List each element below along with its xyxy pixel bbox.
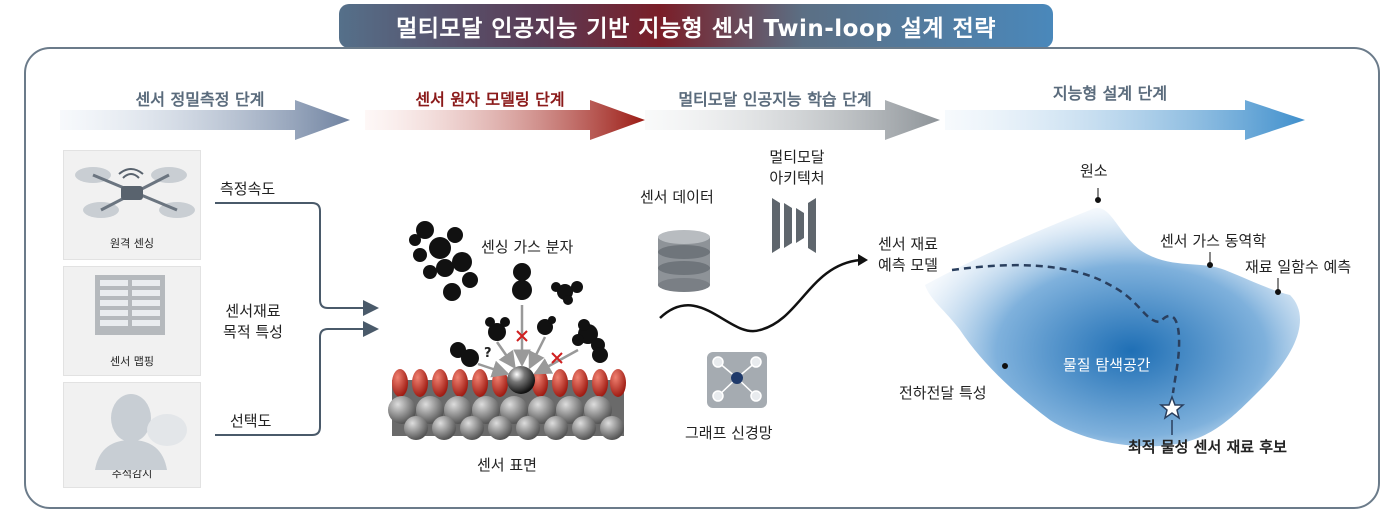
stage-arrow-1: [60, 100, 350, 140]
measure-connectors: [215, 202, 379, 436]
label-target-line2: 목적 특성: [223, 323, 283, 341]
label-sensor-surface: 센서 표면: [477, 456, 537, 474]
learning-curve-arrowhead: [858, 254, 868, 266]
label-unknown-adsorption: ?: [484, 346, 492, 361]
learning-curve: [659, 258, 861, 333]
card-tracking: 추적감지: [63, 382, 201, 488]
label-prediction-model: 센서 재료 예측 모델: [858, 233, 958, 275]
card-label-sensor-mapping: 센서 맵핑: [110, 355, 154, 368]
label-predict-line1: 센서 재료: [878, 235, 938, 253]
database-icon: [658, 230, 710, 292]
card-label-remote-sensing: 원격 센싱: [110, 237, 154, 250]
label-target-line1: 센서재료: [225, 302, 281, 320]
label-gas-molecules: 센싱 가스 분자: [481, 238, 574, 256]
label-element: 원소: [1080, 162, 1108, 180]
material-landscape: [925, 208, 1300, 447]
label-work-function: 재료 일함수 예측: [1245, 258, 1352, 276]
label-multimodal-architecture: 멀티모달 아키텍처: [752, 146, 842, 188]
label-gas-dynamics: 센서 가스 동역학: [1160, 232, 1267, 250]
stage-arrow-4: [945, 100, 1305, 140]
stage-label-design: 지능형 설계 단계: [1052, 84, 1168, 103]
label-arch-line2: 아키텍처: [769, 169, 825, 187]
stage-label-ai-learning: 멀티모달 인공지능 학습 단계: [678, 90, 872, 109]
gas-molecules: [409, 221, 608, 367]
architecture-icon: [772, 198, 816, 253]
label-target-property: 센서재료 목적 특성: [208, 300, 298, 342]
label-predict-line2: 예측 모델: [878, 256, 938, 274]
stage-label-measure: 센서 정밀측정 단계: [135, 90, 265, 109]
label-selectivity: 선택도: [230, 412, 272, 430]
label-optimal-candidate: 최적 물성 센서 재료 후보: [1128, 438, 1287, 456]
landscape-markers: [1002, 188, 1281, 369]
label-arch-line1: 멀티모달: [769, 148, 825, 166]
label-measure-speed: 측정속도: [220, 180, 276, 198]
label-search-space: 물질 탐색공간: [1063, 356, 1151, 374]
stage-label-modeling: 센서 원자 모델링 단계: [415, 90, 565, 109]
approach-arrows: [477, 305, 579, 378]
card-label-tracking: 추적감지: [111, 467, 153, 480]
stage-arrow-3: [645, 100, 940, 140]
card-sensor-mapping: 센서 맵핑: [63, 266, 201, 376]
diagram-title: 멀티모달 인공지능 기반 지능형 센서 Twin-loop 설계 전략: [339, 4, 1053, 48]
graph-network-icon: [707, 352, 767, 408]
blocked-marks: [516, 330, 563, 364]
sensor-surface: [388, 366, 626, 440]
label-graph-network: 그래프 신경망: [685, 424, 773, 442]
label-charge-transfer: 전하전달 특성: [899, 384, 987, 402]
search-trajectory: [951, 263, 1181, 394]
label-sensor-data: 센서 데이터: [640, 188, 714, 206]
stage-arrow-2: [365, 100, 645, 140]
card-remote-sensing: 원격 센싱: [63, 150, 201, 260]
diagram-frame: [24, 47, 1380, 509]
optimal-star-icon: [1158, 394, 1186, 420]
